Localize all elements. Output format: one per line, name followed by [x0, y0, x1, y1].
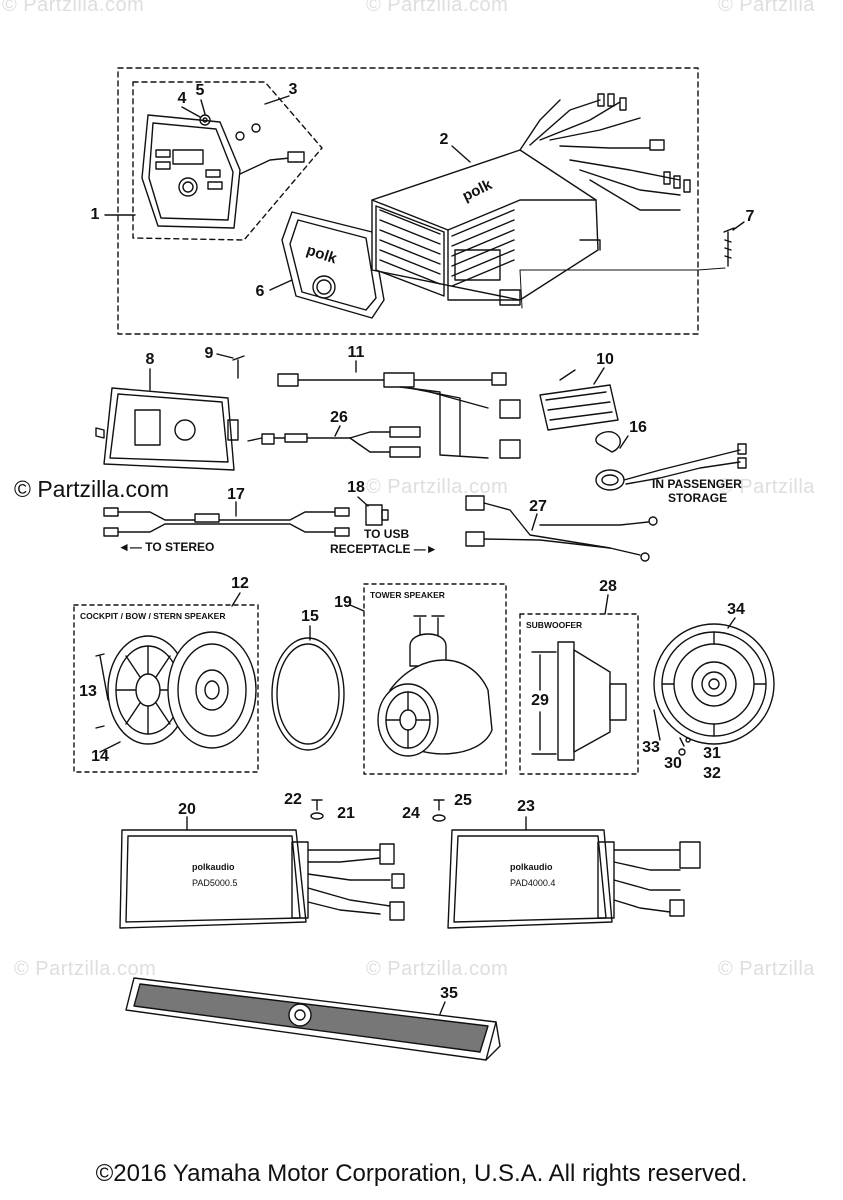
callout-24: 24 [402, 805, 420, 822]
callout-26: 26 [330, 409, 348, 426]
watermark: © Partzilla.com [366, 476, 509, 498]
assembly-19-boundary [363, 583, 507, 775]
rca-cable-17 [103, 507, 350, 537]
amplifier-left [119, 829, 405, 929]
sound-bar [125, 977, 501, 1061]
callout-21: 21 [337, 805, 355, 822]
screw-22 [310, 799, 324, 820]
callout-2: 2 [439, 131, 449, 148]
assembly-3-boundary [132, 81, 323, 241]
callout-10: 10 [596, 351, 614, 368]
stereo-amp-unit [371, 149, 601, 306]
callout-19: 19 [334, 594, 352, 611]
note-to-usb-2: RECEPTACLE —► [330, 542, 438, 556]
screws-13 [95, 653, 109, 729]
coaxial-speaker [167, 631, 257, 749]
callout-22: 22 [284, 791, 302, 808]
usb-socket [595, 431, 747, 491]
screw-25 [432, 799, 446, 822]
label-tower-speaker: TOWER SPEAKER [370, 590, 445, 600]
hardware-30-33 [653, 709, 691, 756]
amp-model-right: PAD4000.4 [510, 878, 556, 888]
harness-27 [465, 495, 658, 562]
callout-33: 33 [642, 739, 660, 756]
callout-16: 16 [629, 419, 647, 436]
usb-module [95, 387, 239, 471]
callout-1: 1 [90, 206, 100, 223]
callout-14: 14 [91, 748, 109, 765]
callout-11: 11 [347, 344, 365, 361]
copyright-footer: ©2016 Yamaha Motor Corporation, U.S.A. A… [95, 1160, 748, 1187]
callout-4: 4 [177, 90, 187, 107]
callout-34: 34 [727, 601, 745, 618]
usb-adapter [365, 504, 389, 526]
note-passenger-1: IN PASSENGER [652, 477, 742, 491]
callout-32: 32 [703, 765, 721, 782]
callout-9: 9 [204, 345, 214, 362]
watermark: © Partzilla.com [366, 958, 509, 980]
assembly-1-boundary [117, 67, 699, 335]
callout-30: 30 [664, 755, 682, 772]
callout-7: 7 [745, 208, 755, 225]
watermark: © Partzilla.com [366, 0, 509, 16]
watermark: © Partzilla.com [14, 958, 157, 980]
harness-11 [277, 372, 521, 459]
callout-35: 35 [440, 985, 458, 1002]
amp-model-left: PAD5000.5 [192, 878, 238, 888]
rca-cable-26 [247, 426, 421, 458]
callout-29: 29 [531, 692, 549, 709]
label-subwoofer: SUBWOOFER [526, 620, 583, 630]
watermark: © Partzilla [718, 476, 815, 498]
head-unit [141, 114, 305, 229]
note-to-usb-1: TO USB [364, 527, 410, 541]
note-to-stereo: ◄— TO STEREO [118, 540, 215, 554]
screw [232, 355, 245, 379]
callout-5: 5 [195, 82, 205, 99]
fuse-holder [539, 369, 619, 431]
callout-17: 17 [227, 486, 245, 503]
gasket [271, 637, 345, 751]
amp-brand-left: polkaudio [192, 862, 235, 872]
amplifier-right [447, 829, 701, 929]
callout-27: 27 [529, 498, 547, 515]
callout-25: 25 [454, 792, 472, 809]
tower-speaker [377, 615, 493, 757]
wiring-harness-top [519, 93, 691, 211]
callout-6: 6 [255, 283, 265, 300]
marine-speaker [653, 623, 775, 745]
screw [723, 227, 735, 267]
nuts [199, 114, 261, 141]
watermark: © Partzilla.com [2, 0, 145, 16]
callout-3: 3 [288, 81, 298, 98]
label-cockpit-speaker: COCKPIT / BOW / STERN SPEAKER [80, 611, 226, 621]
assembly-12-boundary [73, 604, 259, 773]
assembly-28-boundary [519, 613, 639, 775]
callout-12: 12 [231, 575, 249, 592]
remote-cover [281, 211, 385, 319]
callout-23: 23 [517, 798, 535, 815]
callout-20: 20 [178, 801, 196, 818]
callout-31: 31 [703, 745, 721, 762]
callout-28: 28 [599, 578, 617, 595]
watermark: © Partzilla [718, 958, 815, 980]
watermark-main: © Partzilla.com [14, 476, 169, 502]
subwoofer [531, 641, 627, 761]
watermark: © Partzilla [718, 0, 815, 16]
callout-15: 15 [301, 608, 319, 625]
callout-8: 8 [145, 351, 155, 368]
note-passenger-2: STORAGE [668, 491, 728, 505]
callout-13: 13 [79, 683, 97, 700]
amp-brand-right: polkaudio [510, 862, 553, 872]
callout-18: 18 [347, 479, 365, 496]
